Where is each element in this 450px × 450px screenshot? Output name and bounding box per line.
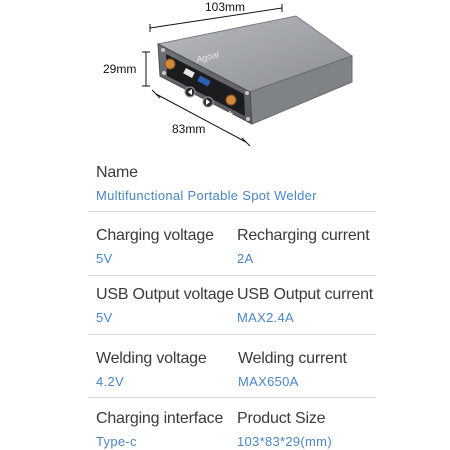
- welding-current-label: Welding current: [238, 350, 347, 367]
- welding-voltage-value: 4.2V: [96, 374, 124, 389]
- usb-output-voltage-value: 5V: [96, 310, 113, 325]
- charging-voltage-label: Charging voltage: [96, 227, 214, 244]
- plus-marker: +: [227, 109, 233, 120]
- usb-output-current-label: USB Output current: [237, 286, 374, 303]
- recharging-current-label: Recharging current: [237, 227, 370, 244]
- divider: [88, 211, 376, 212]
- name-value: Multifunctional Portable Spot Welder: [96, 188, 317, 203]
- spec-row: Charging interface Type-c Product Size 1…: [0, 406, 450, 450]
- recharging-current-value: 2A: [237, 251, 254, 266]
- welding-voltage-label: Welding voltage: [96, 350, 207, 367]
- name-row: Name Multifunctional Portable Spot Welde…: [0, 160, 450, 215]
- usb-output-current-value: MAX2.4A: [237, 310, 295, 325]
- product-size-value: 103*83*29(mm): [237, 434, 332, 449]
- spec-row: Charging voltage 5V Recharging current 2…: [0, 223, 450, 278]
- divider: [88, 397, 376, 398]
- spec-row: Welding voltage 4.2V Welding current MAX…: [0, 346, 450, 401]
- spec-row: USB Output voltage 5V USB Output current…: [0, 282, 450, 337]
- divider: [88, 334, 376, 335]
- spot-welder-illustration: [142, 4, 354, 147]
- charging-interface-value: Type-c: [96, 434, 137, 449]
- usb-output-voltage-label: USB Output voltage: [96, 286, 234, 303]
- name-label: Name: [96, 164, 138, 181]
- charging-interface-label: Charging interface: [96, 410, 224, 427]
- product-image: 103mm 29mm 83mm Agoal +: [0, 0, 450, 160]
- divider: [88, 275, 376, 276]
- product-size-label: Product Size: [237, 410, 326, 427]
- charging-voltage-value: 5V: [96, 251, 113, 266]
- length-dimension: 103mm: [205, 0, 246, 14]
- welding-current-value: MAX650A: [238, 374, 299, 389]
- width-dimension: 83mm: [172, 122, 206, 136]
- height-dimension: 29mm: [103, 62, 137, 76]
